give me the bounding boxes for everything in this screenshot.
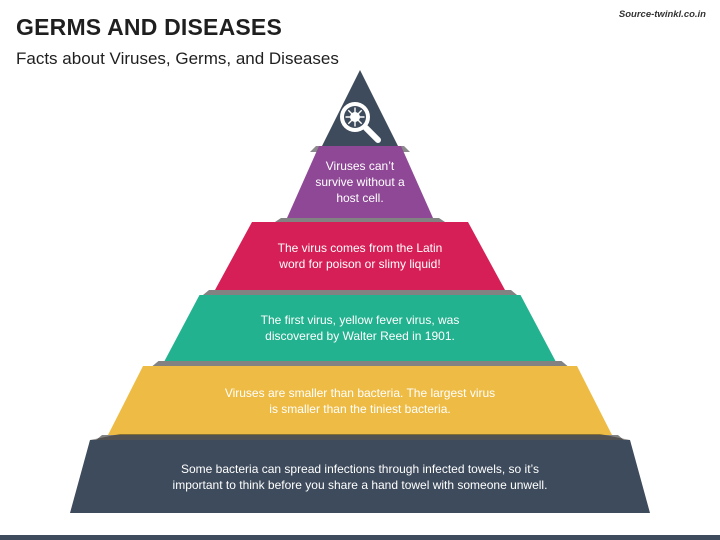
pyramid-layer-1-shadow <box>275 218 445 222</box>
layer-text-line: discovered by Walter Reed in 1901. <box>265 329 455 343</box>
pyramid-layer-1-text: Viruses can’t survive without a host cell. <box>0 158 720 206</box>
layer-text-line: host cell. <box>336 191 384 205</box>
slide-title: GERMS AND DISEASES <box>16 14 283 40</box>
pyramid-layer-3 <box>164 295 556 361</box>
bottom-bar <box>0 535 720 540</box>
layer-text-line: Viruses can’t <box>325 159 395 173</box>
layer-text-line: word for poison or slimy liquid! <box>279 257 441 271</box>
layer-text-line: The first virus, yellow fever virus, was <box>260 313 460 327</box>
layer-text-line: important to think before you share a ha… <box>172 477 548 492</box>
layer-text-line: Viruses are smaller than bacteria. The l… <box>224 385 496 400</box>
magnifier-virus-icon <box>340 102 381 143</box>
pyramid-layer-3-shadow <box>152 361 568 366</box>
layer-text-line: Some bacteria can spread infections thro… <box>181 461 539 476</box>
pyramid-layer-3-text: The first virus, yellow fever virus, was… <box>0 312 720 344</box>
pyramid-layer-5 <box>70 440 650 513</box>
pyramid-layer-4 <box>108 366 612 435</box>
layer-text-line: survive without a <box>315 175 405 189</box>
pyramid-layer-2 <box>215 222 505 290</box>
pyramid-layer-4-text: Viruses are smaller than bacteria. The l… <box>0 385 720 417</box>
layer-5-lip <box>90 434 630 440</box>
source-label: Source-twinkl.co.in <box>618 9 706 20</box>
pyramid-layer-2-text: The virus comes from the Latin word for p… <box>0 240 720 272</box>
pyramid-layer-1 <box>287 146 433 218</box>
slide-subtitle: Facts about Viruses, Germs, and Diseases <box>16 49 339 68</box>
pyramid-layer-2-shadow <box>203 290 517 295</box>
layer-text-line: The virus comes from the Latin <box>277 241 443 255</box>
layer-text-line: is smaller than the tiniest bacteria. <box>269 401 451 416</box>
pyramid-layer-5-text: Some bacteria can spread infections thro… <box>0 461 720 493</box>
